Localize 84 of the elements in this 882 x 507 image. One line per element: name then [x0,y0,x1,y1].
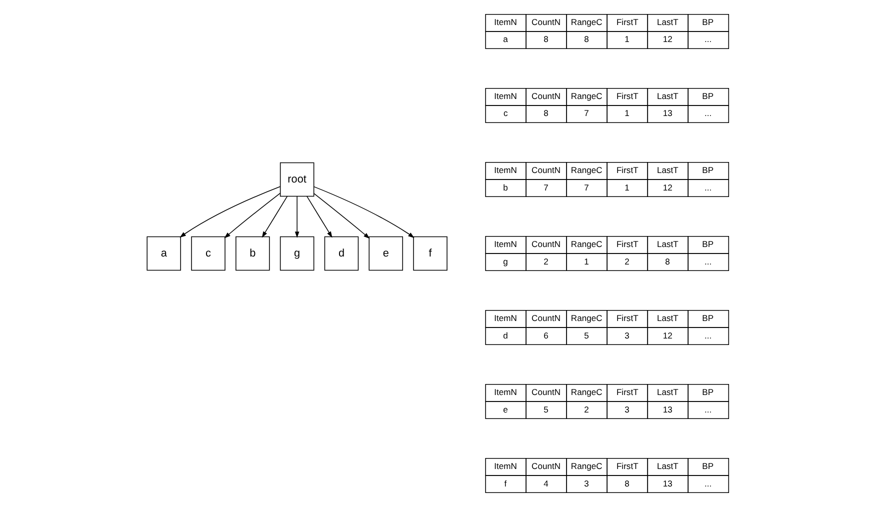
label: ItemN [494,313,517,324]
label: ItemN [494,239,517,250]
label: a [503,34,508,44]
label: RangeC [570,387,602,398]
label: LastT [656,165,678,176]
label: ... [704,34,712,44]
label: BP [702,17,714,28]
label: d [503,330,508,340]
label: ... [704,478,712,488]
label: LastT [656,17,678,28]
label: 12 [662,182,672,192]
label: ItemN [494,387,517,398]
label: FirstT [616,461,638,472]
label: g [503,256,508,266]
label: c [504,108,508,118]
label: CountN [532,239,561,250]
label: BP [702,313,714,324]
label: 1 [624,34,630,44]
label: BP [702,239,714,250]
label: f [504,478,507,488]
label: ItemN [494,17,517,28]
label: 7 [584,108,589,118]
label: 2 [544,256,548,266]
label: e [503,404,508,414]
label: RangeC [570,461,602,472]
label: CountN [532,387,561,398]
label: 7 [544,182,548,192]
label: LastT [656,91,678,102]
label: CountN [532,461,561,472]
label: LastT [656,461,678,472]
label: RangeC [570,165,602,176]
label: ItemN [494,165,517,176]
label: BP [702,461,714,472]
label: LastT [656,313,678,324]
label: RangeC [570,239,602,250]
label: 8 [584,34,589,44]
label: LastT [656,239,678,250]
label: 3 [584,478,589,488]
label: ... [704,182,712,192]
label: RangeC [570,91,602,102]
label: 12 [662,34,672,44]
label: 2 [624,256,630,266]
label: 8 [624,478,630,488]
label: FirstT [616,239,638,250]
label: 8 [665,256,670,266]
label: ... [704,256,712,266]
label: RangeC [570,17,602,28]
label: FirstT [616,165,638,176]
label: 12 [662,330,672,340]
label: 4 [544,478,548,488]
label: CountN [532,91,561,102]
label: 13 [662,478,672,488]
label: CountN [532,165,561,176]
label: ItemN [494,461,517,472]
label: ItemN [494,91,517,102]
label: b [503,182,508,192]
label: FirstT [616,387,638,398]
label: LastT [656,387,678,398]
label: ... [704,330,712,340]
label: FirstT [616,91,638,102]
label: 1 [584,256,589,266]
label: BP [702,165,714,176]
label: ... [704,108,712,118]
label: ... [704,404,712,414]
label: 6 [544,330,548,340]
label: BP [702,91,714,102]
label: 3 [624,404,630,414]
label: FirstT [616,313,638,324]
label: 7 [584,182,589,192]
label: 5 [584,330,589,340]
label: FirstT [616,17,638,28]
label: BP [702,387,714,398]
label: 8 [544,108,548,118]
label: RangeC [570,313,602,324]
label: 1 [624,108,630,118]
label: 3 [624,330,630,340]
label: CountN [532,17,561,28]
label: 1 [624,182,630,192]
label: 2 [584,404,589,414]
label: 13 [662,108,672,118]
label: 13 [662,404,672,414]
label: CountN [532,313,561,324]
label: 8 [544,34,548,44]
label: 5 [544,404,548,414]
